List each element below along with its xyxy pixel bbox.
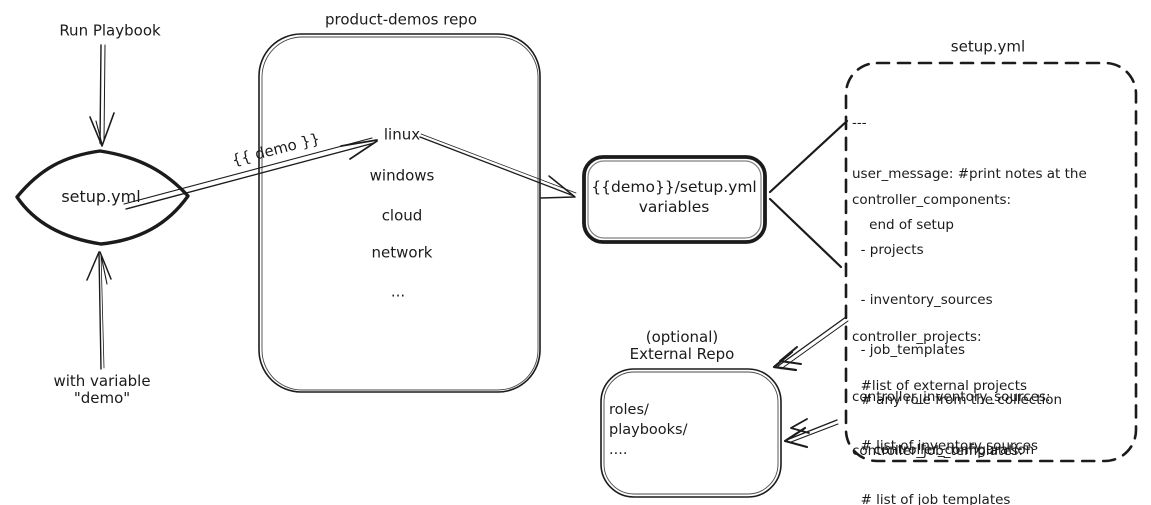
yml-line: # list of inventory sources (852, 438, 1039, 455)
yml-line: controller_configuration (852, 442, 1035, 459)
variables-to-setupyml-line-top (768, 119, 849, 194)
yml-line: #list of external projects (852, 378, 1028, 395)
external-repo-label-line2: External Repo (629, 345, 735, 363)
product-repo-title: product-demos repo (325, 10, 477, 29)
with-variable-arrow (86, 251, 112, 370)
setupyml-group-jobtemplates: controller_job_templates: # list of job … (852, 413, 1023, 505)
setupyml-group-projects: controller_projects: #list of external p… (852, 299, 1027, 428)
setup-yml-title: setup.yml (950, 37, 1026, 56)
repo-item-network: network (371, 243, 433, 262)
product-repo-box (258, 33, 541, 393)
yml-line: - projects (852, 242, 924, 259)
projects-to-external-arrow (772, 316, 849, 372)
external-repo-line-ellipsis: .... (609, 442, 628, 458)
variables-box (582, 155, 767, 244)
yml-line: # any role from the collection (852, 392, 1063, 409)
yml-line: controller_inventory_sources: (852, 389, 1051, 406)
external-repo-contents: roles/ playbooks/ .... (609, 400, 687, 460)
run-playbook-label: Run Playbook (59, 21, 161, 40)
demo-arrow (123, 137, 378, 210)
variables-box-line1: {{demo}}/setup.yml (591, 178, 757, 196)
yml-line: controller_job_templates: (852, 443, 1024, 460)
setupyml-group-components: controller_components: - projects - inve… (852, 162, 1062, 493)
repo-item-cloud: cloud (381, 206, 423, 225)
setup-yml-dashed-box (844, 61, 1138, 463)
jobtemplates-to-external-arrow (783, 418, 839, 449)
variables-box-label: {{demo}}/setup.yml variables (591, 177, 756, 217)
with-variable-line2: "demo" (73, 389, 131, 407)
with-variable-line1: with variable (53, 371, 151, 390)
yml-line: end of setup (852, 217, 954, 234)
yml-line: --- (852, 115, 867, 132)
yml-line: user_message: #print notes at the (852, 166, 1087, 183)
setup-diamond-label: setup.yml (61, 186, 141, 206)
yml-line: controller_projects: (852, 329, 982, 346)
linux-to-variables-arrow (419, 133, 577, 199)
repo-item-ellipsis: ... (390, 282, 406, 301)
setup-diamond (15, 149, 190, 246)
yml-line: # list of job templates (852, 492, 1011, 505)
external-repo-label: (optional) External Repo (629, 327, 735, 364)
variables-box-line2: variables (638, 198, 710, 216)
external-repo-line-roles: roles/ (609, 402, 649, 418)
setupyml-group-header: --- user_message: #print notes at the en… (852, 85, 1087, 269)
yml-line: - job_templates (852, 342, 966, 359)
external-repo-box (600, 368, 782, 498)
setupyml-group-inventory: controller_inventory_sources: # list of … (852, 359, 1051, 488)
with-variable-label: with variable "demo" (53, 371, 151, 408)
variables-to-setupyml-line-bottom (768, 197, 843, 269)
repo-item-linux: linux (383, 125, 421, 144)
external-repo-label-line1: (optional) (645, 327, 719, 346)
external-repo-line-playbooks: playbooks/ (609, 422, 688, 438)
yml-line: - inventory_sources (852, 292, 993, 309)
yml-line: controller_components: (852, 192, 1012, 209)
run-playbook-arrow (89, 44, 115, 147)
repo-item-windows: windows (369, 166, 435, 185)
